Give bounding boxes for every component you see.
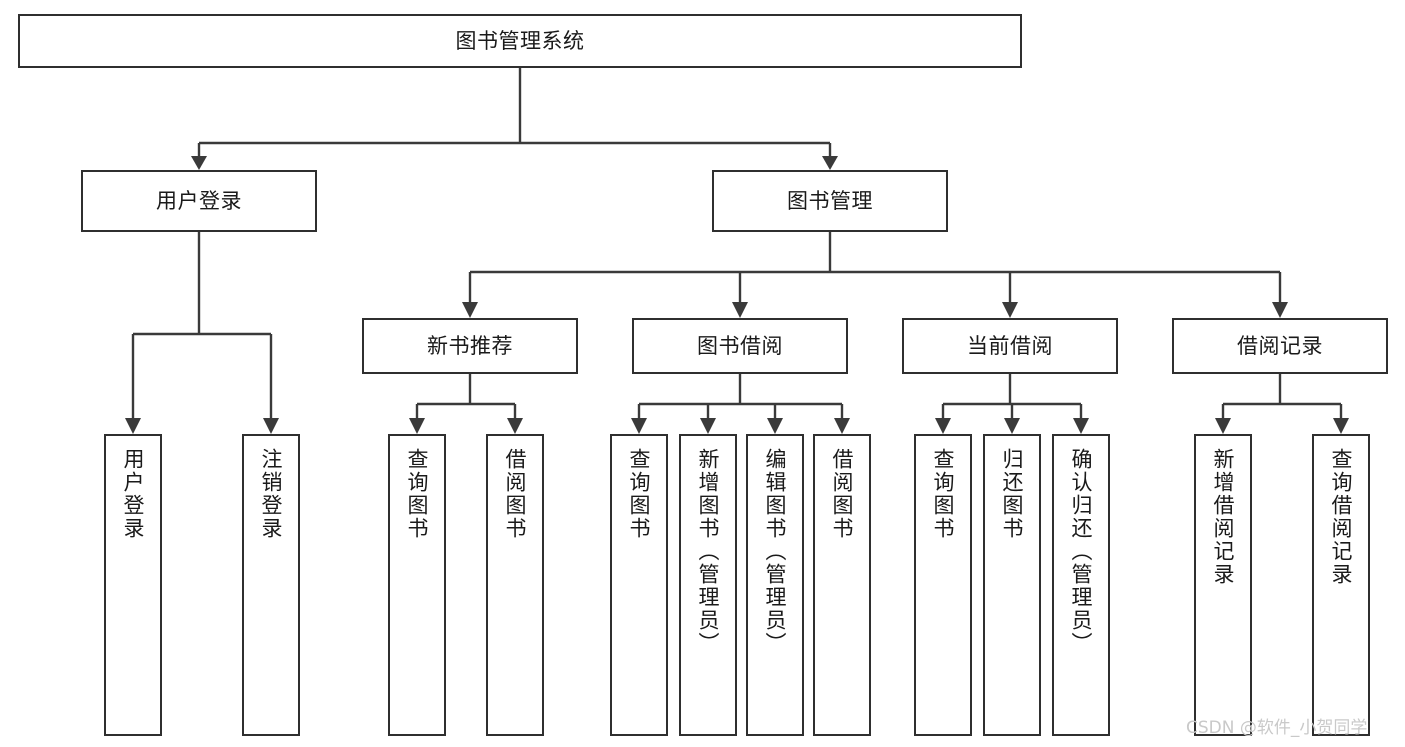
arrowhead-leaf-return-book [1004, 418, 1020, 434]
node-current-borrow-label: 当前借阅 [967, 333, 1053, 358]
node-leaf-add-book-admin-label: 新增图书（管理员） [696, 448, 721, 655]
arrowhead-book-management [822, 156, 838, 170]
arrowhead-book-borrow [732, 302, 748, 318]
node-leaf-borrow-book-1-label: 借阅图书 [503, 448, 528, 540]
node-leaf-add-borrow-record[interactable]: 新增借阅记录 [1194, 434, 1252, 736]
node-leaf-edit-book-admin-label: 编辑图书（管理员） [763, 448, 788, 655]
node-leaf-confirm-return-admin[interactable]: 确认归还（管理员） [1052, 434, 1110, 736]
node-borrow-record[interactable]: 借阅记录 [1172, 318, 1388, 374]
arrowhead-leaf-logout-login [263, 418, 279, 434]
node-leaf-query-book-1[interactable]: 查询图书 [388, 434, 446, 736]
node-new-book-recommend[interactable]: 新书推荐 [362, 318, 578, 374]
node-book-borrow-label: 图书借阅 [697, 333, 783, 358]
node-root-label: 图书管理系统 [455, 28, 585, 53]
arrowhead-leaf-query-book-3 [935, 418, 951, 434]
node-leaf-query-borrow-record[interactable]: 查询借阅记录 [1312, 434, 1370, 736]
node-book-management-label: 图书管理 [787, 188, 873, 213]
node-user-login[interactable]: 用户登录 [81, 170, 317, 232]
node-leaf-user-login-label: 用户登录 [121, 448, 146, 540]
arrowhead-borrow-record [1272, 302, 1288, 318]
arrowhead-user-login [191, 156, 207, 170]
node-leaf-logout-login-label: 注销登录 [259, 448, 284, 540]
node-user-login-label: 用户登录 [156, 188, 242, 213]
node-book-borrow[interactable]: 图书借阅 [632, 318, 848, 374]
node-leaf-edit-book-admin[interactable]: 编辑图书（管理员） [746, 434, 804, 736]
node-leaf-return-book[interactable]: 归还图书 [983, 434, 1041, 736]
node-leaf-borrow-book-1[interactable]: 借阅图书 [486, 434, 544, 736]
node-leaf-add-borrow-record-label: 新增借阅记录 [1211, 448, 1236, 586]
node-leaf-query-book-3[interactable]: 查询图书 [914, 434, 972, 736]
node-leaf-query-borrow-record-label: 查询借阅记录 [1329, 448, 1354, 586]
node-current-borrow[interactable]: 当前借阅 [902, 318, 1118, 374]
arrowhead-leaf-add-book-admin [700, 418, 716, 434]
node-leaf-query-book-2-label: 查询图书 [627, 448, 652, 540]
arrowhead-leaf-query-borrow-record [1333, 418, 1349, 434]
arrowhead-leaf-query-book-1 [409, 418, 425, 434]
node-leaf-query-book-3-label: 查询图书 [931, 448, 956, 540]
arrowhead-leaf-edit-book-admin [767, 418, 783, 434]
csdn-watermark: CSDN @软件_小贺同学 [1186, 718, 1368, 738]
arrowhead-current-borrow [1002, 302, 1018, 318]
node-new-book-recommend-label: 新书推荐 [427, 333, 513, 358]
node-leaf-add-book-admin[interactable]: 新增图书（管理员） [679, 434, 737, 736]
node-leaf-borrow-book-2-label: 借阅图书 [830, 448, 855, 540]
node-leaf-user-login[interactable]: 用户登录 [104, 434, 162, 736]
node-leaf-query-book-1-label: 查询图书 [405, 448, 430, 540]
node-book-management[interactable]: 图书管理 [712, 170, 948, 232]
node-borrow-record-label: 借阅记录 [1237, 333, 1323, 358]
arrowhead-leaf-user-login [125, 418, 141, 434]
arrowhead-leaf-query-book-2 [631, 418, 647, 434]
node-leaf-logout-login[interactable]: 注销登录 [242, 434, 300, 736]
arrowhead-leaf-borrow-book-2 [834, 418, 850, 434]
node-root-book-management-system[interactable]: 图书管理系统 [18, 14, 1022, 68]
arrowhead-leaf-confirm-return-admin [1073, 418, 1089, 434]
arrowhead-leaf-add-borrow-record [1215, 418, 1231, 434]
node-leaf-query-book-2[interactable]: 查询图书 [610, 434, 668, 736]
node-leaf-borrow-book-2[interactable]: 借阅图书 [813, 434, 871, 736]
arrowhead-new-book-recommend [462, 302, 478, 318]
arrowhead-leaf-borrow-book-1 [507, 418, 523, 434]
node-leaf-return-book-label: 归还图书 [1000, 448, 1025, 540]
node-leaf-confirm-return-admin-label: 确认归还（管理员） [1069, 448, 1094, 655]
